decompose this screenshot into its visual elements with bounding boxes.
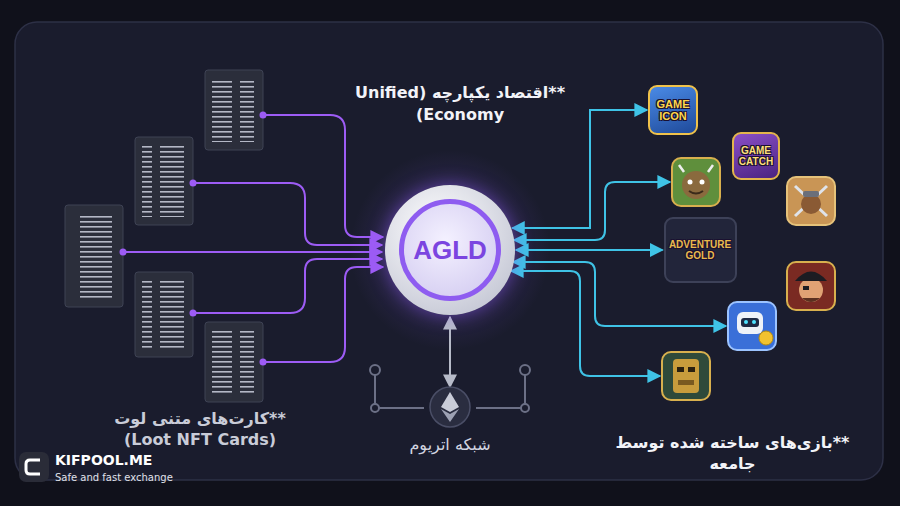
game-icon: ADVENTURE GOLD (664, 217, 737, 283)
warrior-icon (787, 177, 835, 225)
ethereum-symbol (428, 385, 472, 429)
group-label: **کارت‌های متنی لوت (Loot NFT Cards) (95, 408, 305, 450)
token-coin: AGLD (385, 185, 515, 315)
connector (512, 110, 647, 228)
card-wires (120, 112, 384, 366)
panel (15, 22, 883, 480)
token-symbol: AGLD (413, 235, 487, 266)
game-icon: GAME CATCH (732, 132, 780, 180)
game-title: ADVENTURE GOLD (669, 239, 732, 261)
robot-icon (728, 302, 776, 350)
diagram-title: **اقتصاد یکپارچه (Unified Economy) (345, 82, 575, 126)
totem-icon (662, 352, 710, 400)
watermark-text: KIFPOOL.ME (55, 452, 152, 469)
watermark-logo (19, 452, 49, 482)
network-name: شبکه اتریوم (409, 435, 490, 454)
game-title: GAME ICON (653, 98, 693, 122)
watermark-text: Safe and fast exchange (55, 471, 173, 484)
connector (449, 317, 451, 387)
group-label: **بازی‌های ساخته شده توسط جامعه (590, 432, 875, 474)
network-node: شبکه اتریوم (400, 385, 500, 454)
game-icon: GAME ICON (648, 85, 698, 135)
connector (516, 249, 663, 251)
text-cards (65, 70, 263, 402)
game-title: GAME CATCH (737, 145, 775, 167)
ogre-icon (672, 158, 720, 206)
pirate-icon (787, 262, 835, 310)
